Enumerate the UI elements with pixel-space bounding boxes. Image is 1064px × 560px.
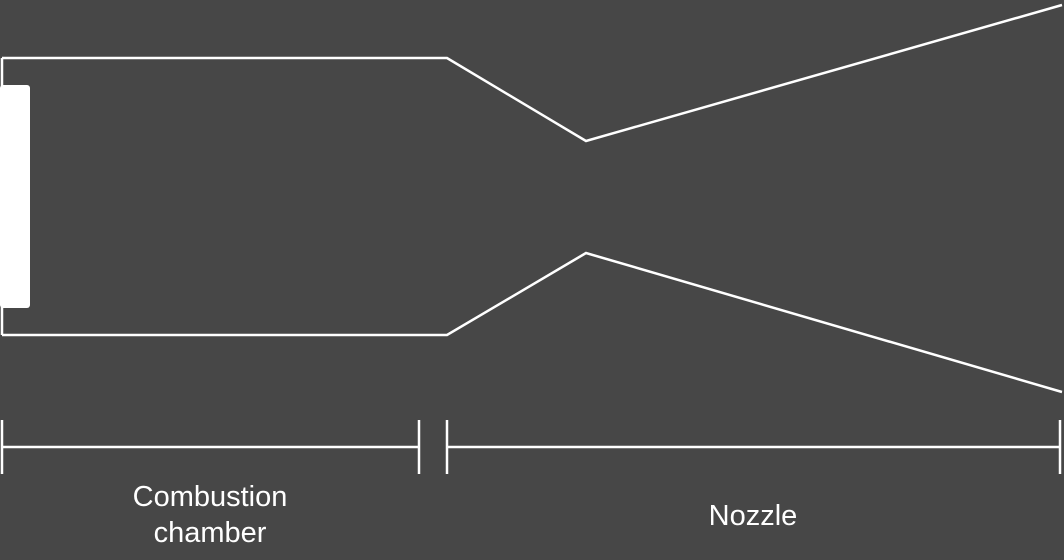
- engine-outline: [0, 3, 1063, 394]
- chamber-dimension-line: [0, 420, 421, 474]
- nozzle-label: Nozzle: [708, 500, 798, 532]
- combustion-chamber-label: Combustion chamber: [60, 479, 360, 551]
- combustion-chamber-label-line2: chamber: [153, 517, 267, 549]
- nozzle-dimension-line: [445, 420, 1062, 474]
- chamber-top-wall: [2, 3, 1063, 143]
- combustion-chamber-label-line1: Combustion: [132, 481, 288, 513]
- injector-plate: [0, 85, 30, 308]
- chamber-bottom-wall: [2, 251, 1063, 394]
